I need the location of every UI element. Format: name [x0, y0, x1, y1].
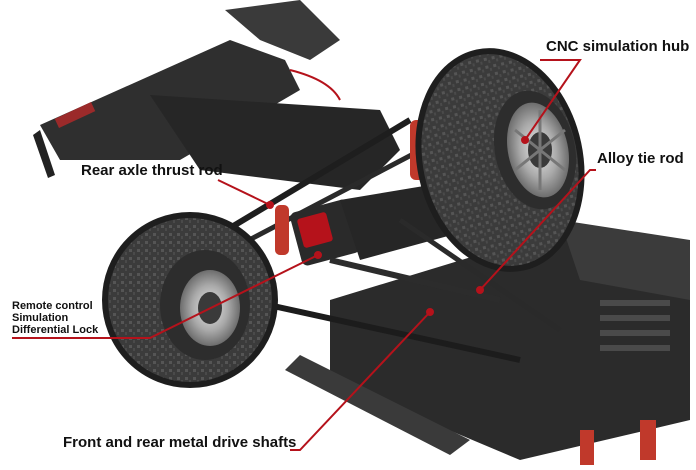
- label-differential-lock-line3: Differential Lock: [12, 324, 99, 336]
- front-right-tire: [415, 48, 585, 272]
- leader-thrust-rod: [217, 179, 271, 206]
- leader-alloy-tie-rod-dot: [476, 286, 484, 294]
- label-drive-shafts: Front and rear metal drive shafts: [63, 434, 297, 451]
- rear-left-tire: [102, 212, 278, 388]
- label-alloy-tie-rod: Alloy tie rod: [597, 150, 684, 167]
- label-differential-lock-line1: Remote control: [12, 300, 93, 312]
- leader-diff-lock-dot: [314, 251, 322, 259]
- label-differential-lock-line2: Simulation: [12, 312, 69, 324]
- leader-drive-shafts-dot: [426, 308, 434, 316]
- label-differential-lock: Remote control Simulation Differential L…: [12, 300, 98, 336]
- label-cnc-simulation-hub: CNC simulation hub: [546, 38, 690, 55]
- leader-cnc-hub: [524, 59, 582, 141]
- leader-cnc-hub-dot: [521, 136, 529, 144]
- label-rear-axle-thrust-rod: Rear axle thrust rod: [81, 162, 223, 179]
- leader-drive-shafts: [290, 311, 431, 451]
- main-chassis: [285, 220, 690, 465]
- leader-thrust-rod-dot: [266, 201, 274, 209]
- leader-alloy-tie-rod: [479, 169, 596, 291]
- rear-chassis-frame: [33, 0, 400, 190]
- leader-lines: [12, 59, 596, 451]
- leader-diff-lock: [12, 254, 319, 339]
